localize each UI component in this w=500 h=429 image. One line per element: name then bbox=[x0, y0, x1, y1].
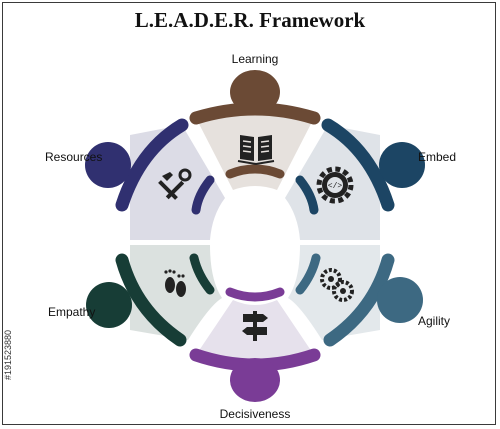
segment-agility-arc bbox=[323, 253, 395, 347]
diagram-title: L.E.A.D.E.R. Framework bbox=[134, 8, 366, 32]
segment-agility-head bbox=[377, 277, 423, 323]
segment-learning-inner-arc bbox=[225, 164, 285, 179]
label-empathy: Empathy bbox=[48, 305, 96, 319]
segment-embed-inner-arc bbox=[295, 175, 319, 215]
footprints-icon bbox=[164, 269, 186, 297]
stock-id-text: #191523880 bbox=[3, 329, 13, 380]
segment-agility-inner-arc bbox=[295, 253, 321, 295]
segment-empathy bbox=[86, 245, 222, 347]
segment-resources-arc bbox=[115, 118, 189, 212]
segment-embed: </> bbox=[285, 118, 425, 240]
gear-code-icon: </> bbox=[316, 166, 354, 204]
segment-empathy-arc bbox=[115, 253, 187, 347]
segment-resources-inner-arc bbox=[191, 175, 215, 215]
image-frame bbox=[2, 2, 496, 425]
label-learning: Learning bbox=[231, 52, 279, 66]
segment-decisiveness-inner-arc bbox=[225, 287, 285, 302]
segment-resources bbox=[85, 118, 225, 240]
segment-decisiveness-head bbox=[230, 358, 280, 402]
segment-learning-fill bbox=[196, 109, 314, 190]
segment-decisiveness bbox=[189, 287, 321, 402]
segment-agility bbox=[288, 245, 423, 347]
label-embed: Embed bbox=[418, 150, 457, 164]
segment-empathy-head bbox=[86, 282, 132, 328]
signpost-icon bbox=[242, 311, 268, 341]
segment-empathy-inner-arc bbox=[189, 253, 215, 295]
label-decisiveness: Decisiveness bbox=[219, 407, 291, 421]
svg-text:</>: </> bbox=[328, 182, 343, 191]
segment-embed-head bbox=[379, 142, 425, 188]
tools-icon bbox=[158, 168, 192, 200]
book-icon bbox=[237, 135, 275, 166]
segment-learning bbox=[189, 70, 321, 190]
segment-resources-head bbox=[85, 142, 131, 188]
segment-embed-arc bbox=[321, 118, 395, 212]
segment-learning-head bbox=[230, 70, 280, 114]
label-resources: Resources bbox=[45, 150, 103, 164]
gears-icon bbox=[320, 268, 354, 302]
label-agility: Agility bbox=[418, 314, 451, 328]
